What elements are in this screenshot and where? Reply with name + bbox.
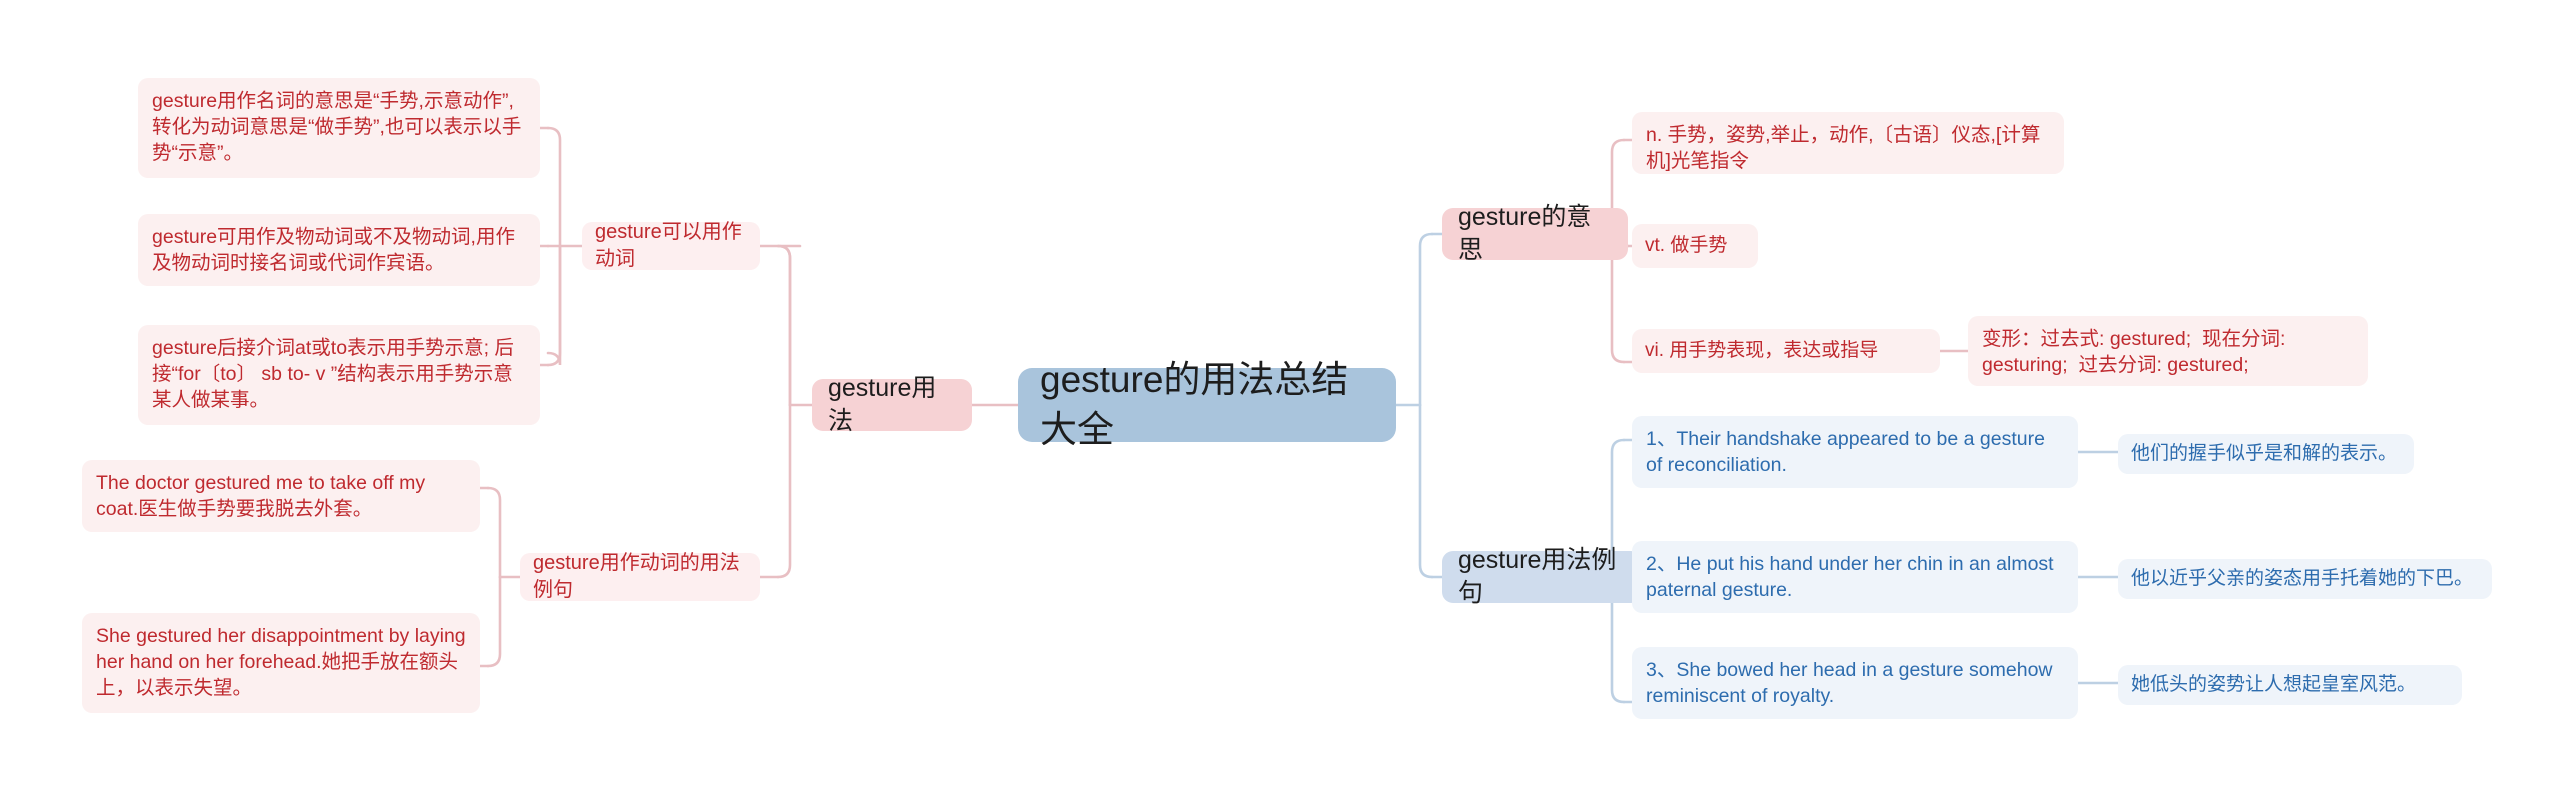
example-sentence-3[interactable]: 3、She bowed her head in a gesture someho… bbox=[1632, 647, 2078, 719]
root-label: gesture的用法总结大全 bbox=[1040, 359, 1349, 450]
leaf-verb-note-3-text: gesture后接介词at或to表示用手势示意; 后接“for〔to〕 sb t… bbox=[152, 337, 514, 412]
branch-gesture-examples-label: gesture用法例句 bbox=[1458, 545, 1617, 608]
example-translation-1-text: 他们的握手似乎是和解的表示。 bbox=[2131, 443, 2398, 465]
branch-gesture-usage-label: gesture用法 bbox=[828, 373, 937, 436]
leaf-verb-example-2-text: She gestured her disappointment by layin… bbox=[96, 625, 472, 700]
branch-gesture-meaning-label: gesture的意思 bbox=[1458, 202, 1592, 265]
example-translation-2[interactable]: 他以近乎父亲的姿态用手托着她的下巴。 bbox=[2118, 559, 2492, 599]
example-sentence-1[interactable]: 1、Their handshake appeared to be a gestu… bbox=[1632, 416, 2078, 488]
leaf-verb-example-1[interactable]: The doctor gestured me to take off my co… bbox=[82, 460, 480, 532]
meaning-vt-text: vt. 做手势 bbox=[1645, 235, 1728, 257]
meaning-vi-inflections-text: 变形：过去式: gestured; 现在分词: gesturing; 过去分词:… bbox=[1982, 328, 2291, 377]
example-translation-1[interactable]: 他们的握手似乎是和解的表示。 bbox=[2118, 434, 2414, 474]
subtopic-gesture-as-verb[interactable]: gesture可以用作动词 bbox=[582, 221, 760, 270]
subtopic-verb-example-sentences-label: gesture用作动词的用法例句 bbox=[533, 552, 740, 601]
example-sentence-2[interactable]: 2、He put his hand under her chin in an a… bbox=[1632, 541, 2078, 613]
subtopic-verb-example-sentences[interactable]: gesture用作动词的用法例句 bbox=[520, 552, 760, 601]
leaf-verb-note-1-text: gesture用作名词的意思是“手势,示意动作”,转化为动词意思是“做手势”,也… bbox=[152, 90, 522, 165]
meaning-vt[interactable]: vt. 做手势 bbox=[1632, 224, 1758, 268]
example-translation-2-text: 他以近乎父亲的姿态用手托着她的下巴。 bbox=[2131, 568, 2474, 590]
example-sentence-1-text: 1、Their handshake appeared to be a gestu… bbox=[1646, 428, 2051, 477]
example-translation-3[interactable]: 她低头的姿势让人想起皇室风范。 bbox=[2118, 665, 2462, 705]
example-translation-3-text: 她低头的姿势让人想起皇室风范。 bbox=[2131, 674, 2417, 696]
root-node[interactable]: gesture的用法总结大全 bbox=[1018, 359, 1396, 450]
meaning-noun[interactable]: n. 手势，姿势,举止，动作,〔古语〕仪态,[计算机]光笔指令 bbox=[1632, 112, 2064, 174]
leaf-verb-note-1[interactable]: gesture用作名词的意思是“手势,示意动作”,转化为动词意思是“做手势”,也… bbox=[138, 78, 540, 178]
leaf-verb-note-2-text: gesture可用作及物动词或不及物动词,用作及物动词时接名词或代词作宾语。 bbox=[152, 226, 515, 275]
meaning-vi-text: vi. 用手势表现，表达或指导 bbox=[1645, 340, 1879, 362]
meaning-vi[interactable]: vi. 用手势表现，表达或指导 bbox=[1632, 329, 1940, 373]
leaf-verb-note-3[interactable]: gesture后接介词at或to表示用手势示意; 后接“for〔to〕 sb t… bbox=[138, 325, 540, 425]
branch-gesture-usage[interactable]: gesture用法 bbox=[812, 374, 972, 435]
branch-gesture-meaning[interactable]: gesture的意思 bbox=[1442, 203, 1628, 264]
meaning-noun-text: n. 手势，姿势,举止，动作,〔古语〕仪态,[计算机]光笔指令 bbox=[1646, 124, 2041, 173]
leaf-verb-note-2[interactable]: gesture可用作及物动词或不及物动词,用作及物动词时接名词或代词作宾语。 bbox=[138, 214, 540, 286]
branch-gesture-examples[interactable]: gesture用法例句 bbox=[1442, 546, 1642, 607]
leaf-verb-example-2[interactable]: She gestured her disappointment by layin… bbox=[82, 613, 480, 713]
example-sentence-3-text: 3、She bowed her head in a gesture someho… bbox=[1646, 659, 2058, 708]
leaf-verb-example-1-text: The doctor gestured me to take off my co… bbox=[96, 472, 431, 521]
subtopic-gesture-as-verb-label: gesture可以用作动词 bbox=[595, 221, 742, 270]
meaning-vi-inflections[interactable]: 变形：过去式: gestured; 现在分词: gesturing; 过去分词:… bbox=[1968, 316, 2368, 386]
example-sentence-2-text: 2、He put his hand under her chin in an a… bbox=[1646, 553, 2059, 602]
